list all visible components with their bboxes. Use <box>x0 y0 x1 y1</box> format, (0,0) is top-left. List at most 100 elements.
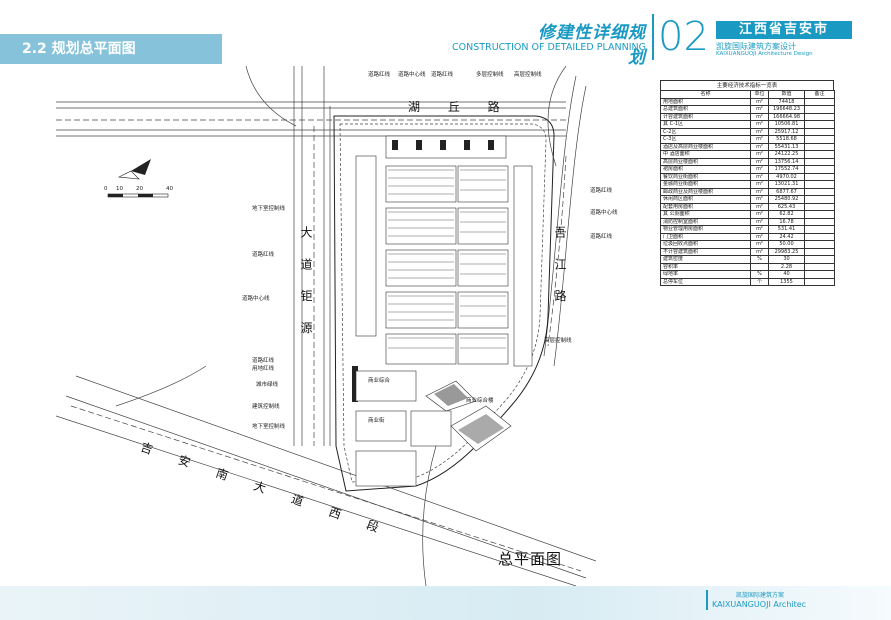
kpi-cell-unit: m² <box>750 105 769 114</box>
kpi-cell-unit: m² <box>750 232 769 241</box>
kpi-cell-value: 25917.12 <box>768 127 805 136</box>
kpi-cell-unit <box>750 262 769 271</box>
kpi-cell-unit: m² <box>750 112 769 121</box>
kpi-cell-note <box>804 187 835 196</box>
kpi-cell-name: 高层商业楼面积 <box>660 157 751 166</box>
kpi-cell-value: 1355 <box>768 277 805 286</box>
kpi-cell-value: 24122.25 <box>768 150 805 159</box>
kpi-cell-name: 物业管理用房面积 <box>660 225 751 234</box>
kpi-cell-name: 垃圾回收点面积 <box>660 240 751 249</box>
footer-company-en: KAIXUANGUOJI Architec <box>712 600 807 609</box>
kpi-cell-note <box>804 157 835 166</box>
kpi-cell-note <box>804 180 835 189</box>
kpi-cell-name: 建筑密度 <box>660 255 751 264</box>
kpi-cell-value: 5518.68 <box>768 135 805 144</box>
kpi-cell-unit: m² <box>750 210 769 219</box>
kpi-cell-note <box>804 127 835 136</box>
kpi-cell-note <box>804 262 835 271</box>
kpi-cell-value: 16.78 <box>768 217 805 226</box>
kpi-header-row: 名称 单位 数值 备注 <box>660 90 835 99</box>
kpi-cell-name: 不计容建筑面积 <box>660 247 751 256</box>
doc-title-en: CONSTRUCTION OF DETAILED PLANNING <box>452 42 646 53</box>
kpi-cell-name: 门卫面积 <box>660 232 751 241</box>
kpi-cell-unit: m² <box>750 240 769 249</box>
kpi-cell-note <box>804 142 835 151</box>
kpi-cell-unit: m² <box>750 127 769 136</box>
kpi-cell-value: 29983.25 <box>768 247 805 256</box>
scale-label-20: 20 <box>136 186 143 192</box>
kpi-cell-note <box>804 165 835 174</box>
kpi-cell-value: 531.41 <box>768 225 805 234</box>
kpi-cell-value: 625.43 <box>768 202 805 211</box>
kpi-cell-value: 17552.74 <box>768 165 805 174</box>
kpi-cell-name: 配套用房面积 <box>660 202 751 211</box>
kpi-cell-note <box>804 247 835 256</box>
company-name-en: KAIXUANGUOJI Architecture Design <box>716 51 813 57</box>
label-highrise-line-r: 高层控制线 <box>544 338 572 344</box>
kpi-cell-note <box>804 210 835 219</box>
kpi-cell-unit: m² <box>750 195 769 204</box>
north-arrow-icon <box>117 159 151 180</box>
kpi-cell-value: 10506.81 <box>768 120 805 129</box>
footer-divider <box>706 590 708 610</box>
road-east-name: 吾 江 路 <box>553 226 567 310</box>
kpi-cell-unit: m² <box>750 180 769 189</box>
kpi-cell-note <box>804 150 835 159</box>
kpi-cell-name: 酒店及高层商业楼面积 <box>660 142 751 151</box>
kpi-cell-note <box>804 195 835 204</box>
label-building-control-line: 建筑控制线 <box>252 404 280 410</box>
road-west-name: 大 道 钜 源 <box>299 226 313 342</box>
kpi-cell-unit: m² <box>750 135 769 144</box>
label-road-redline-3: 道路红线 <box>252 252 275 258</box>
kpi-cell-note <box>804 270 835 279</box>
kpi-cell-unit: 个 <box>750 277 769 286</box>
kpi-cell-name: 计容建筑面积 <box>660 112 751 121</box>
kpi-cell-value: 55431.13 <box>768 142 805 151</box>
kpi-cell-note <box>804 255 835 264</box>
label-site-redline: 用地红线 <box>252 366 275 372</box>
kpi-cell-value: 13021.31 <box>768 180 805 189</box>
kpi-cell-unit: m² <box>750 142 769 151</box>
kpi-cell-name: 其 C-1区 <box>660 120 751 129</box>
chapter-number: 02 <box>652 14 712 60</box>
kpi-cell-value: 24.42 <box>768 232 805 241</box>
plan-title: 总平面图 <box>498 550 563 568</box>
kpi-cell-unit: m² <box>750 97 769 106</box>
kpi-cell-value: 25480.92 <box>768 195 805 204</box>
kpi-cell-name: C-3区 <box>660 135 751 144</box>
kpi-cell-note <box>804 97 835 106</box>
label-commercial-complex: 商业综合 <box>368 378 391 384</box>
kpi-cell-unit: m² <box>750 187 769 196</box>
kpi-cell-value: 6877.67 <box>768 187 805 196</box>
scale-label-40: 40 <box>166 186 173 192</box>
kpi-cell-name: 消防控制室面积 <box>660 217 751 226</box>
kpi-header-name: 名称 <box>660 90 751 99</box>
scale-label-10: 10 <box>116 186 123 192</box>
kpi-cell-note <box>804 240 835 249</box>
kpi-cell-note <box>804 277 835 286</box>
doc-title-cn: 修建性详细规划 <box>538 23 646 68</box>
kpi-cell-note <box>804 105 835 114</box>
label-road-centerline-r: 道路中心线 <box>590 210 618 216</box>
kpi-cell-name: 裙房面积 <box>660 165 751 174</box>
kpi-cell-unit: m² <box>750 247 769 256</box>
label-road-redline-r2: 道路红线 <box>590 234 613 240</box>
kpi-cell-value: 196648.23 <box>768 105 805 114</box>
label-road-centerline-1: 道路中心线 <box>398 72 426 78</box>
kpi-cell-unit: m² <box>750 225 769 234</box>
kpi-cell-note <box>804 202 835 211</box>
section-title: 2.2 规划总平面图 <box>0 34 222 64</box>
kpi-cell-note <box>804 217 835 226</box>
